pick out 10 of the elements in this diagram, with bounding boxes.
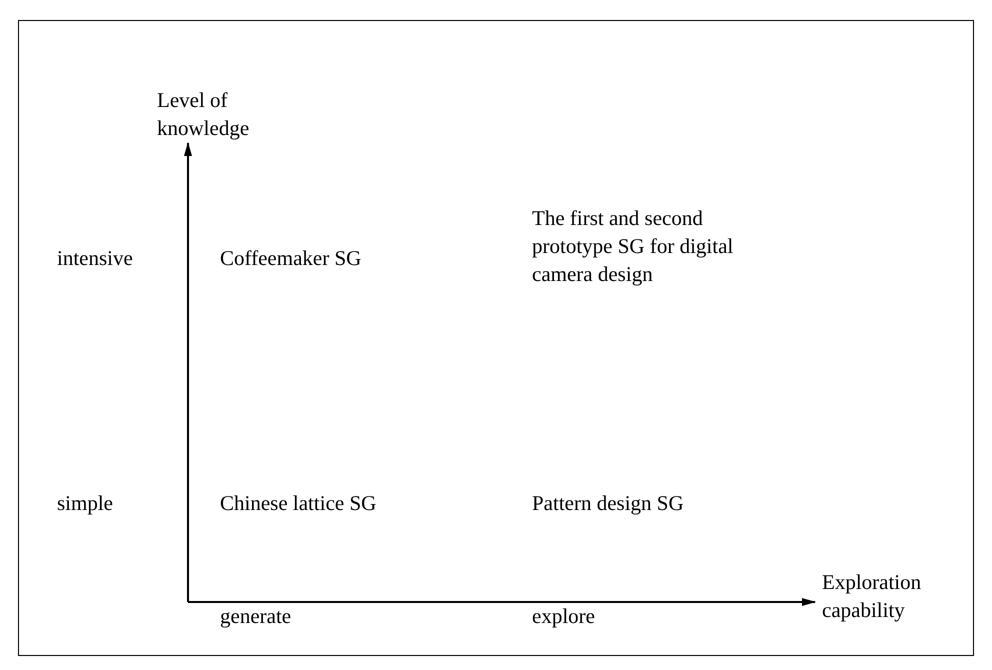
tick-label: generate <box>220 603 292 630</box>
tick-label: intensive <box>57 245 134 272</box>
quadrant-label: Coffeemaker SG <box>220 245 362 272</box>
quadrant-label: Chinese lattice SG <box>220 490 378 517</box>
tick-label: simple <box>57 490 114 517</box>
quadrant-label: Pattern design SG <box>532 490 685 517</box>
axis-title: Exploration capability <box>822 569 922 624</box>
tick-label: explore <box>532 603 596 630</box>
axis-title: Level of knowledge <box>157 87 250 142</box>
quadrant-label: The first and second prototype SG for digital camera design <box>532 205 734 288</box>
